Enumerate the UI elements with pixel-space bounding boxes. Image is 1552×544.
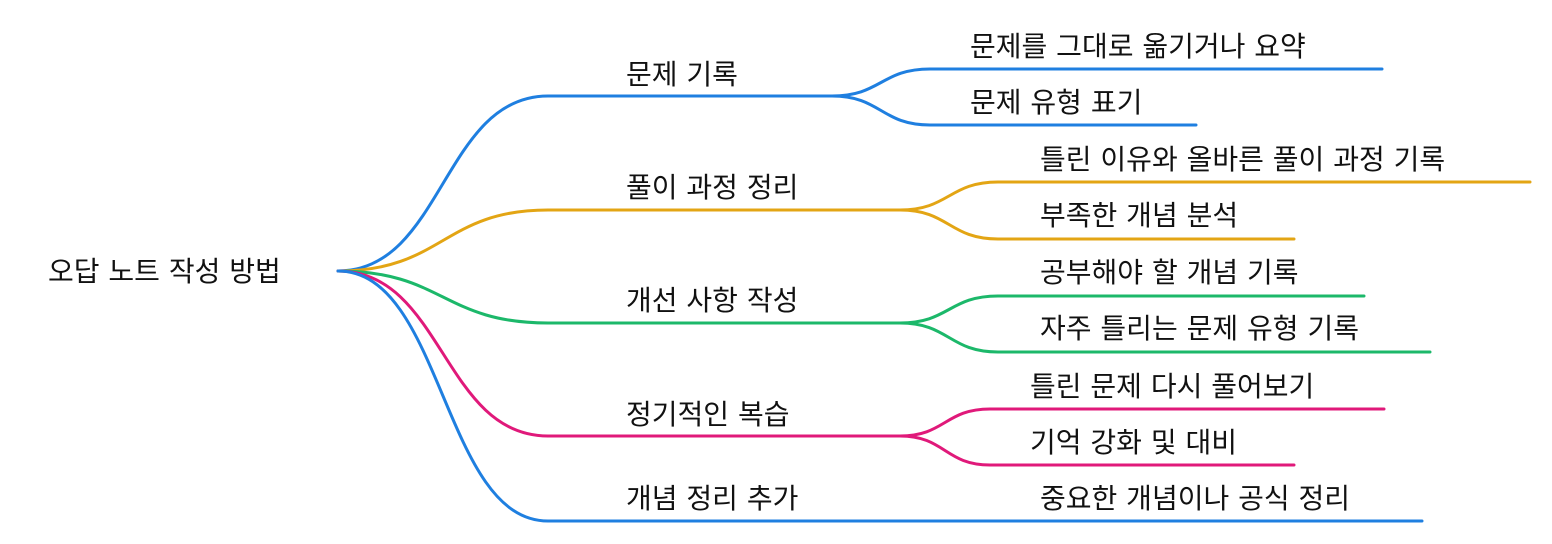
leaf-label-1-2: 문제 유형 표기 <box>970 86 1142 119</box>
branch-label-1: 문제 기록 <box>626 58 738 91</box>
leaf-label-4-2: 기억 강화 및 대비 <box>1030 426 1237 459</box>
branch-label-2: 풀이 과정 정리 <box>626 171 798 204</box>
leaf-label-2-2: 부족한 개념 분석 <box>1040 199 1238 232</box>
leaf-edge-3-1 <box>898 294 1366 325</box>
leaf-edge-1-2 <box>830 94 1198 127</box>
leaf-edge-2-2 <box>898 208 1296 241</box>
branch-edge-5 <box>336 269 902 523</box>
branch-edge-3 <box>336 269 902 325</box>
leaf-edge-3-2 <box>898 321 1432 354</box>
branch-label-4: 정기적인 복습 <box>626 398 789 431</box>
leaf-edge-4-2 <box>898 434 1296 467</box>
branch-label-3: 개선 사항 작성 <box>626 284 798 317</box>
leaf-label-5-1: 중요한 개념이나 공식 정리 <box>1040 482 1350 515</box>
leaf-edge-1-1 <box>830 67 1384 98</box>
leaf-label-3-2: 자주 틀리는 문제 유형 기록 <box>1040 312 1359 345</box>
leaf-edge-2-1 <box>898 180 1532 212</box>
leaf-label-1-1: 문제를 그대로 옮기거나 요약 <box>970 30 1306 63</box>
branch-label-5: 개념 정리 추가 <box>626 482 798 515</box>
branch-edge-4 <box>336 269 902 438</box>
leaf-label-4-1: 틀린 문제 다시 풀어보기 <box>1030 370 1314 403</box>
leaf-label-3-1: 공부해야 할 개념 기록 <box>1040 256 1299 289</box>
leaf-edge-4-1 <box>898 407 1386 438</box>
root-node-label: 오답 노트 작성 방법 <box>48 255 281 288</box>
branch-edge-1 <box>336 94 834 273</box>
branch-edge-2 <box>336 208 902 273</box>
mindmap-edges <box>336 67 1532 523</box>
leaf-label-2-1: 틀린 이유와 올바른 풀이 과정 기록 <box>1040 143 1445 176</box>
